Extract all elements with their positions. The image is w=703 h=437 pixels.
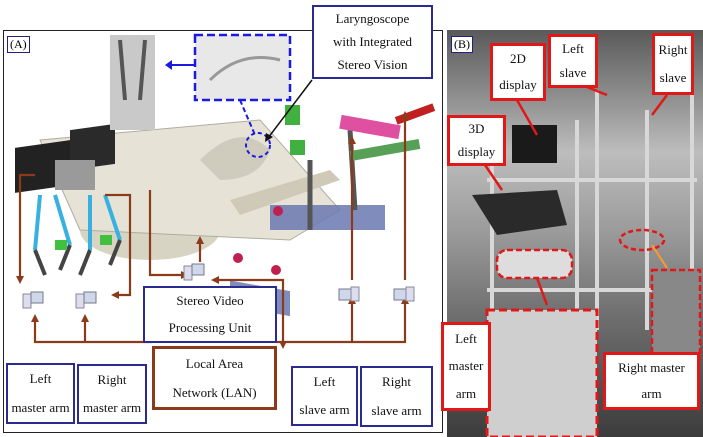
label-line: display: [457, 143, 496, 159]
label-line: slave arm: [299, 401, 350, 417]
frame: [487, 90, 697, 437]
laryngoscope-label: Laryngoscope with Integrated Stereo Visi…: [312, 5, 433, 79]
inset-larynx-curve: [208, 56, 281, 82]
label-line: Left: [455, 330, 477, 346]
inset-tools: [110, 35, 155, 130]
label-line: Left: [562, 40, 584, 56]
right-master-arm-photo-label: Right master arm: [603, 352, 700, 410]
master-arm-grips: [33, 239, 122, 276]
lan-label: Local Area Network (LAN): [152, 346, 277, 410]
label-line: Local Area: [185, 355, 244, 371]
highlight-ellipse: [495, 248, 574, 280]
arrowhead: [265, 133, 273, 142]
slave-tool: [394, 103, 436, 125]
computer-icon: [338, 286, 360, 302]
focus-connector: [239, 99, 256, 136]
slave-joint: [271, 265, 281, 275]
label-line: Left: [29, 371, 52, 387]
slave-joint: [290, 140, 305, 155]
master-console-body: [55, 160, 95, 190]
pointer-arrows: [483, 83, 668, 306]
label-line: Processing Unit: [168, 319, 252, 335]
slave-base-top: [270, 205, 385, 230]
right-master-arm-label: Right master arm: [77, 364, 147, 424]
master-arm-links: [33, 194, 122, 251]
left-master-arm-label: Left master arm: [6, 363, 75, 424]
right-slave-arm-label: Right slave arm: [360, 366, 433, 427]
computer-icon: [183, 263, 205, 281]
label-line: Right: [658, 41, 688, 57]
master-joint: [55, 240, 67, 250]
highlight-ellipse-right: [618, 228, 666, 252]
panel-a-label: (A): [7, 36, 30, 53]
label-line: slave: [659, 69, 687, 85]
label-line: with Integrated: [332, 33, 413, 49]
left-slave-arm-label: Left slave arm: [291, 366, 358, 426]
display-3d-label: 3D display: [447, 115, 506, 166]
label-line: master: [448, 358, 484, 374]
label-line: Laryngoscope: [335, 10, 410, 26]
label-line: Right master: [618, 359, 685, 375]
left-slave-label: Left slave: [548, 34, 598, 88]
computer-icon: [75, 291, 97, 309]
left-master-arm-photo-label: Left master arm: [441, 322, 491, 411]
slave-arm-pink: [339, 114, 401, 140]
arrowhead: [165, 60, 172, 70]
slave-joint: [285, 105, 300, 125]
slave-joint: [233, 253, 243, 263]
slave-joint: [273, 206, 283, 216]
patient-head: [200, 137, 270, 180]
right-slave-label: Right slave: [652, 33, 694, 95]
master-console-right: [70, 123, 115, 171]
panel-b-label: (B): [451, 36, 473, 53]
label-line: slave arm: [371, 402, 422, 418]
label-line: master arm: [82, 399, 142, 415]
laryngoscope-pointer: [267, 79, 313, 139]
label-line: 2D: [510, 50, 526, 66]
network-links: [18, 115, 407, 345]
label-line: slave: [559, 64, 587, 80]
computer-icon: [393, 286, 415, 302]
display-3d: [472, 190, 567, 235]
label-line: Left: [313, 373, 336, 389]
inset-tool-shafts: [118, 39, 147, 101]
label-line: Right: [382, 374, 411, 390]
label-line: Right: [97, 371, 127, 387]
inset-larynx: [193, 33, 292, 102]
zoom-inset: [650, 268, 702, 360]
label-line: arm: [641, 385, 662, 401]
label-line: master arm: [11, 399, 70, 415]
label-line: display: [499, 76, 537, 92]
slave-arm-green: [349, 138, 421, 162]
label-line: Stereo Vision: [337, 57, 408, 73]
master-joint: [100, 235, 112, 245]
panel-b-scene: [472, 83, 702, 437]
master-inset: [485, 308, 599, 437]
stereo-video-unit-label: Stereo Video Processing Unit: [143, 286, 277, 343]
focus-circle: [245, 132, 271, 158]
inset-connector: [651, 244, 668, 269]
label-line: arm: [455, 385, 477, 401]
label-line: Stereo Video: [176, 293, 244, 309]
computer-icon: [22, 291, 44, 309]
label-line: 3D: [468, 121, 485, 137]
label-line: Network (LAN): [172, 384, 257, 400]
display-2d-label: 2D display: [490, 43, 546, 101]
